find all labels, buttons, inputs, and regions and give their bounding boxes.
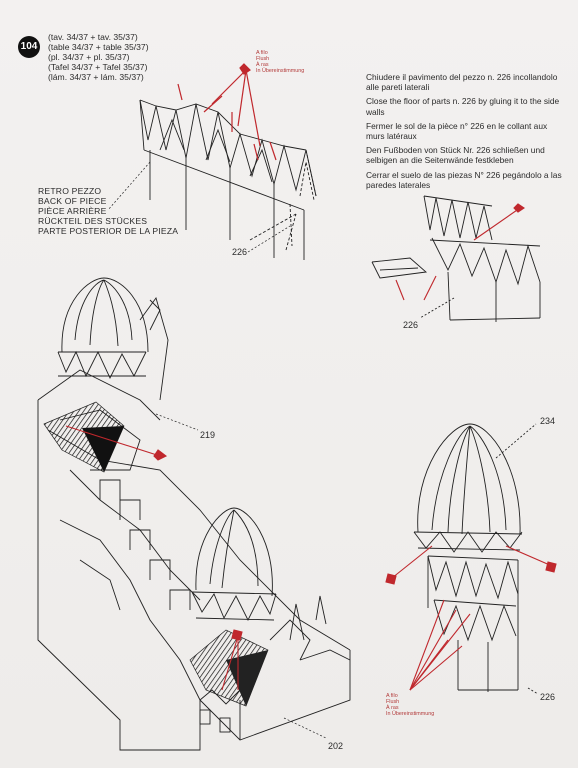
main-assembly	[37, 277, 351, 751]
part-number-226-bottom: 226	[540, 692, 556, 702]
sheet-ref-fr: (pl. 34/37 + pl. 35/37)	[48, 52, 130, 62]
sheet-references: (tav. 34/37 + tav. 35/37) (table 34/37 +…	[48, 32, 149, 82]
step-number-badge: 104	[18, 36, 40, 58]
instruction-es: Cerrar el suelo de las piezas N° 226 peg…	[366, 169, 562, 190]
sheet-ref-it: (tav. 34/37 + tav. 35/37)	[48, 32, 138, 42]
glue-arrows-bottom	[385, 545, 557, 691]
part-226-unfolded-wall	[139, 99, 317, 260]
instruction-fr: Fermer le sol de la pièce n° 226 en le c…	[366, 120, 548, 142]
part-number-226-mid: 226	[403, 320, 419, 330]
instruction-it: Chiudere il pavimento del pezzo n. 226 i…	[366, 72, 558, 93]
glue-arrows-left	[65, 425, 243, 691]
instruction-en: Close the floor of parts n. 226 by gluin…	[366, 96, 560, 117]
part-number-202: 202	[328, 741, 344, 751]
instruction-de: Den Fußboden von Stück Nr. 226 schließen…	[366, 145, 545, 166]
part-number-226-top: 226	[232, 247, 248, 257]
back-of-piece-label: RETRO PEZZO BACK OF PIECE PIÈCE ARRIÈRE …	[38, 186, 179, 236]
instruction-text: Chiudere il pavimento del pezzo n. 226 i…	[366, 72, 566, 194]
glue-arrows-top	[177, 63, 277, 161]
part-226-assembled	[371, 195, 541, 322]
leader-226-top	[247, 225, 291, 253]
flush-label-bottom: A filo Flush À ras In Übereinstimmung	[386, 693, 435, 717]
flush-label-top: A filo Flush À ras In Übereinstimmung	[256, 50, 305, 74]
floor-hatching	[43, 401, 269, 707]
glue-arrows-mid	[395, 203, 525, 301]
leader-202	[283, 717, 327, 739]
part-number-234: 234	[540, 416, 556, 426]
sheet-ref-en: (table 34/37 + table 35/37)	[48, 42, 149, 52]
part-number-219: 219	[200, 430, 216, 440]
part-234-dome-assembly	[413, 423, 539, 695]
sheet-ref-de: (Tafel 34/37 + Tafel 35/37)	[48, 62, 148, 72]
leader-219	[155, 413, 199, 431]
sheet-ref-es: (lám. 34/37 + lám. 35/37)	[48, 72, 144, 82]
back-of-piece-leader	[107, 161, 151, 211]
